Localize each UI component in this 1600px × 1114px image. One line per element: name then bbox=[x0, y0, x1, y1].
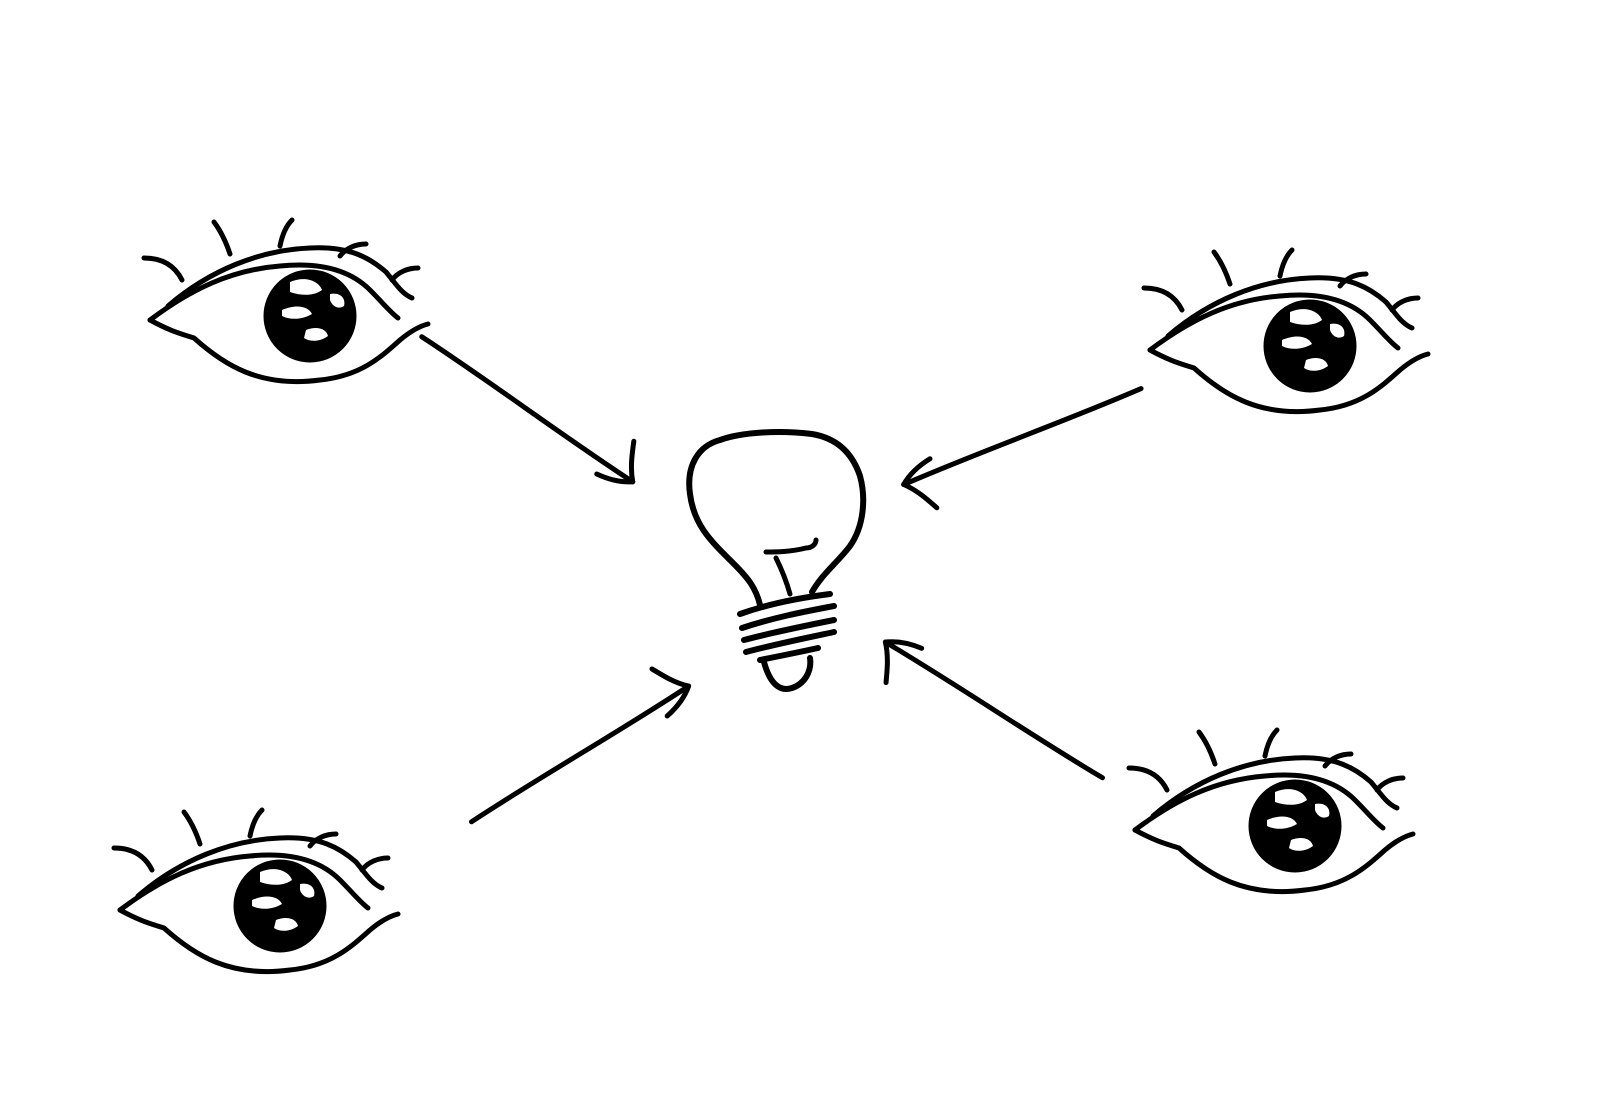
eye-icon-bottom-left bbox=[114, 810, 398, 972]
eye-icon-top-left bbox=[144, 220, 428, 382]
arrow-top-right bbox=[898, 376, 1153, 516]
eye-icon-bottom-right bbox=[1129, 730, 1413, 892]
arrow-top-left bbox=[414, 309, 652, 494]
arrow-bottom-right bbox=[867, 630, 1110, 806]
lightbulb-icon bbox=[686, 429, 867, 692]
arrow-bottom-left bbox=[453, 657, 696, 833]
eye-icon-top-right bbox=[1144, 250, 1428, 412]
